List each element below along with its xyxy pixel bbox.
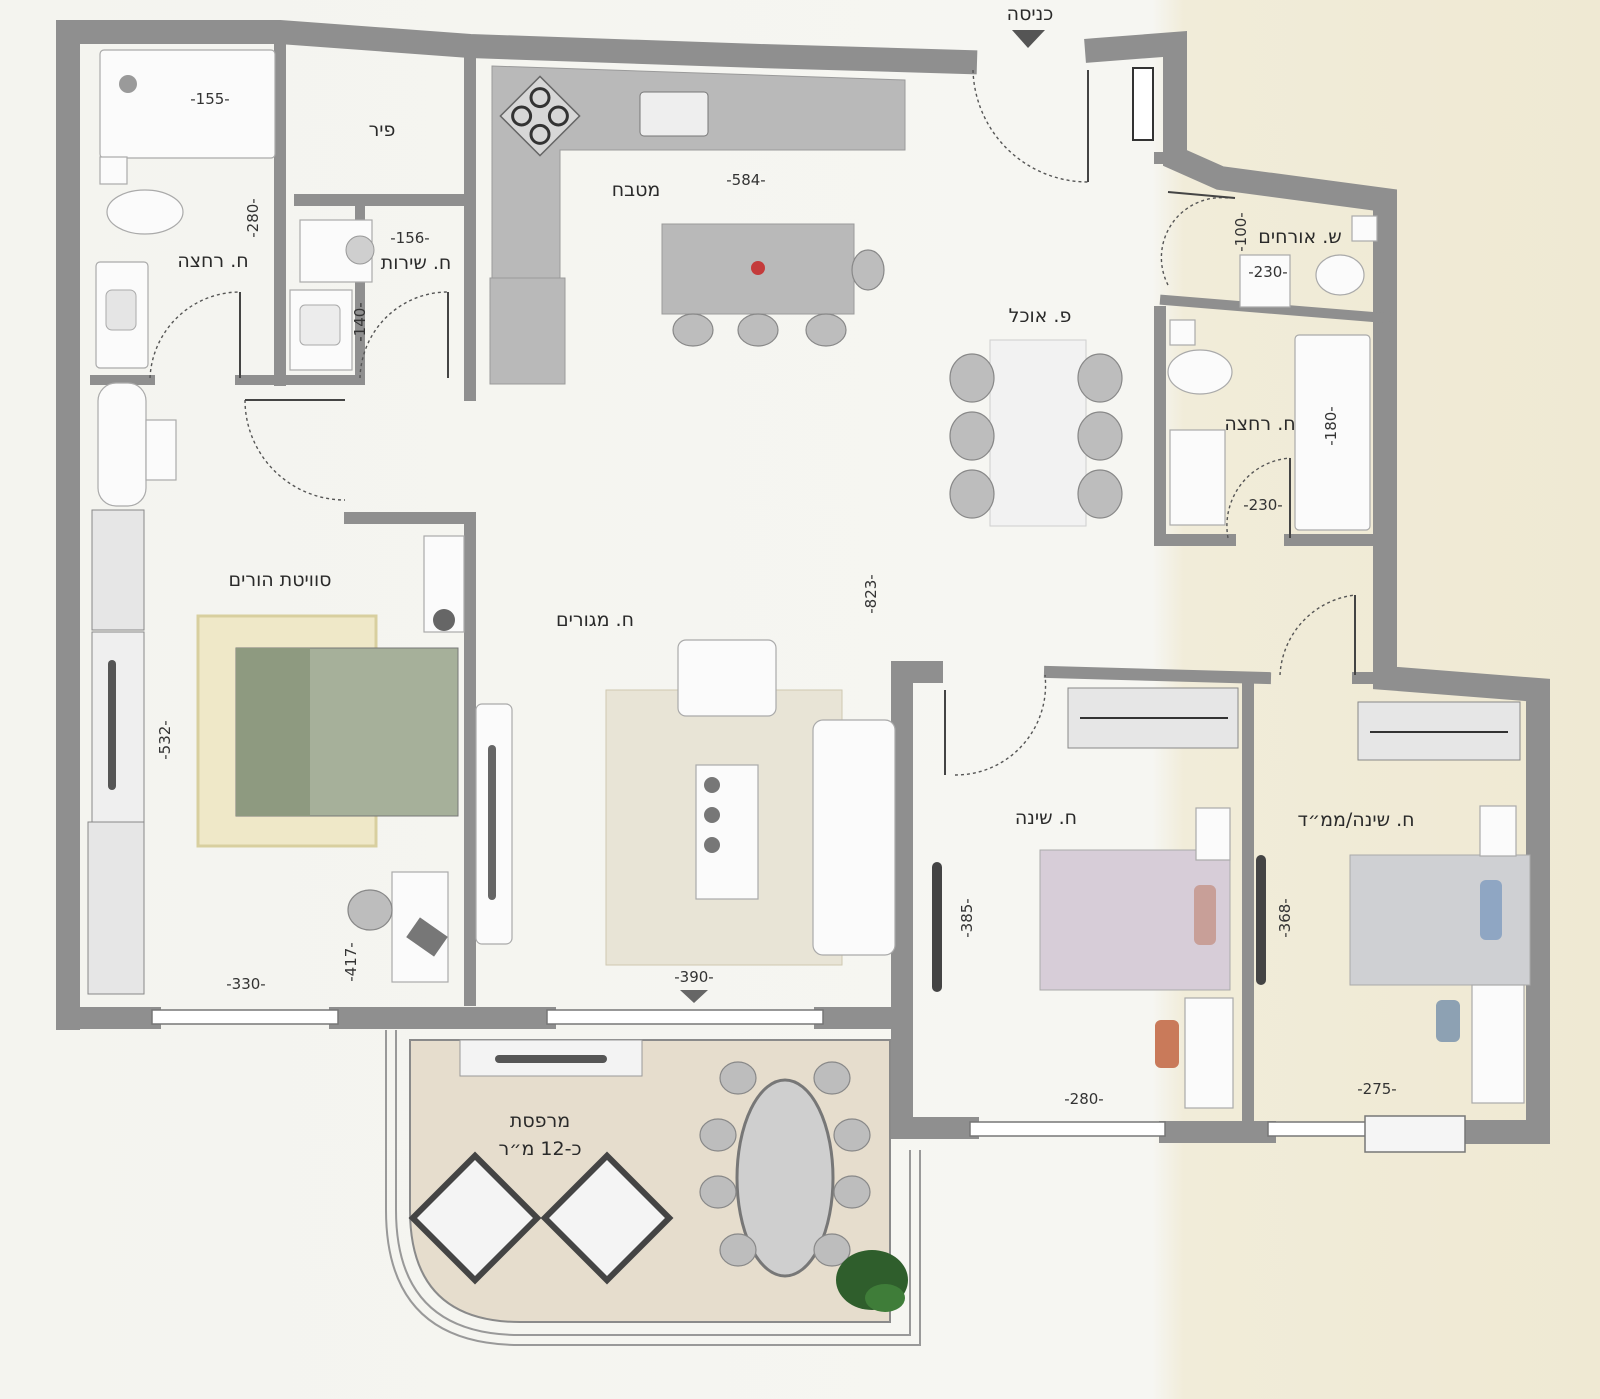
bedroom-furniture bbox=[932, 687, 1239, 1109]
windows bbox=[151, 1009, 1466, 1153]
dim-laundry-width: -156- bbox=[390, 229, 429, 247]
room-label-laundry: ח. שירות bbox=[381, 252, 452, 274]
bathtub-drain-icon bbox=[119, 75, 137, 93]
dim-master-height-2: -417- bbox=[342, 942, 360, 981]
main-bathroom-fixtures bbox=[95, 49, 276, 369]
room-label-living: ח. מגורים bbox=[556, 609, 634, 631]
flower-vase-icon bbox=[751, 261, 765, 275]
wardrobe bbox=[91, 631, 145, 823]
kitchen-sink-icon bbox=[639, 91, 709, 137]
doors bbox=[149, 69, 1356, 776]
second-bathroom-fixtures bbox=[1167, 319, 1371, 531]
room-label-dining: פ. אוכל bbox=[1009, 305, 1072, 327]
dim-bath-side: -280- bbox=[244, 198, 262, 237]
dim-safe-width: -275- bbox=[1357, 1080, 1396, 1098]
room-label-master-suite: סוויטת הורים bbox=[229, 569, 332, 591]
sofa bbox=[812, 719, 896, 956]
kitchen-fixtures bbox=[489, 65, 906, 385]
room-label-bath-main: ח. רחצה bbox=[177, 250, 248, 272]
wardrobe bbox=[91, 509, 145, 631]
wardrobe bbox=[87, 821, 145, 995]
laptop-icon bbox=[406, 917, 448, 957]
guest-toilet-fixtures bbox=[1239, 215, 1378, 308]
entrance-label: כניסה bbox=[1007, 3, 1054, 25]
dim-bedroom-width: -280- bbox=[1064, 1090, 1103, 1108]
interior-walls bbox=[90, 34, 1391, 1138]
balcony-table bbox=[735, 1078, 835, 1278]
lamp-icon bbox=[433, 609, 455, 631]
plant-icon bbox=[836, 1250, 908, 1312]
room-label-bath-second: ח. רחצה bbox=[1224, 413, 1295, 435]
dim-safe-height: -368- bbox=[1276, 898, 1294, 937]
dining-table bbox=[949, 339, 1123, 527]
dim-kitchen-width: -584- bbox=[726, 171, 765, 189]
bed bbox=[1349, 854, 1531, 986]
room-label-kitchen: מטבח bbox=[612, 179, 661, 201]
dim-guest-width: -230- bbox=[1248, 263, 1287, 281]
stove-icon bbox=[499, 75, 581, 157]
dim-guest-height: -100- bbox=[1232, 212, 1250, 251]
room-label-balcony: מרפסת bbox=[510, 1110, 570, 1132]
dim-laundry-height: -140- bbox=[351, 302, 369, 341]
dim-bedroom-height: -385- bbox=[958, 898, 976, 937]
living-window-arrow-icon bbox=[680, 990, 708, 1003]
dim-living-width: -390- bbox=[674, 968, 713, 986]
room-labels: כניסה ח. רחצה פיר מטבח ח. שירות ש. אורחי… bbox=[177, 3, 1414, 1160]
room-label-balcony-area: כ-12 מ״ר bbox=[498, 1138, 581, 1160]
dim-bath-top: -155- bbox=[190, 90, 229, 108]
room-label-guest-toilet: ש. אורחים bbox=[1258, 226, 1341, 248]
exterior-walls bbox=[56, 20, 1550, 1144]
balcony bbox=[385, 1030, 921, 1346]
room-label-bedroom-safe: ח. שינה/ממ״ד bbox=[1297, 809, 1414, 831]
dim-living-height: -823- bbox=[862, 574, 880, 613]
dimension-labels: -155- -280- -156- -140- -584- -100- -230… bbox=[156, 90, 1397, 1108]
master-suite-furniture bbox=[87, 382, 513, 995]
entrance-arrow-icon bbox=[1012, 30, 1045, 48]
safe-room-furniture bbox=[1256, 701, 1531, 1104]
room-label-bedroom: ח. שינה bbox=[1015, 807, 1077, 829]
living-room-furniture bbox=[605, 639, 896, 966]
dim-bath2-height: -180- bbox=[1322, 406, 1340, 445]
dim-master-width: -330- bbox=[226, 975, 265, 993]
laundry-fixtures bbox=[289, 219, 375, 371]
electric-panel-icon bbox=[1132, 67, 1154, 141]
room-label-pier: פיר bbox=[369, 119, 396, 141]
dim-bath2-width: -230- bbox=[1243, 496, 1282, 514]
dim-master-height: -532- bbox=[156, 720, 174, 759]
